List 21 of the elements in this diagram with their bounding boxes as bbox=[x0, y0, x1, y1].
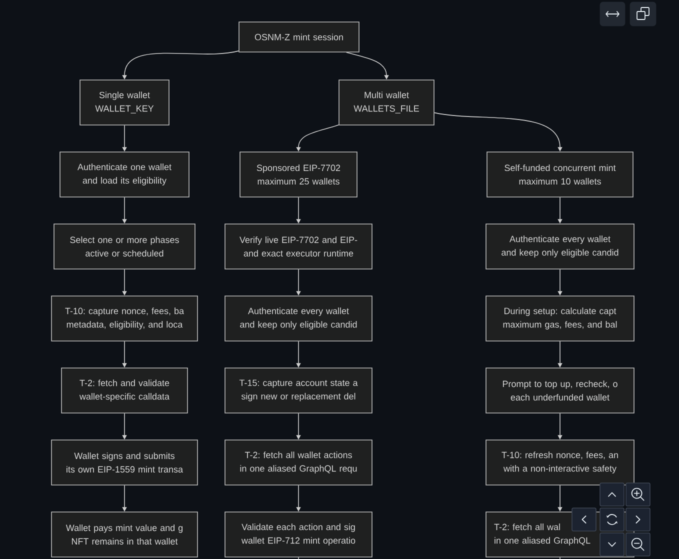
process-box: T-2: fetch all wallet actions in one aliased GraphQL requ bbox=[224, 440, 372, 486]
process-box: Select one or more phases active or scheduled bbox=[54, 224, 196, 270]
process-box: Validate each action and sig wallet EIP-712 mint operatio bbox=[224, 512, 372, 558]
process-box: OSNM-Z mint session bbox=[238, 22, 360, 52]
process-box: Authenticate every wallet and keep only eligible candid bbox=[486, 224, 634, 270]
process-box: T-15: capture account state a sign new or replacement del bbox=[224, 368, 372, 414]
process-box: Self-funded concurrent mint maximum 10 wallets bbox=[486, 152, 634, 198]
process-box: Authenticate every wallet and keep only eligible candid bbox=[224, 296, 372, 342]
process-box: Wallet pays mint value and g NFT remains in that wallet bbox=[51, 512, 198, 558]
connector-line bbox=[298, 557, 299, 559]
process-box: Prompt to top up, recheck, o each underfunded wallet bbox=[486, 368, 634, 414]
process-box: T-2: fetch and validate wallet-specific calldata bbox=[61, 368, 188, 414]
process-box: Multi wallet WALLETS_FILE bbox=[338, 80, 434, 126]
process-box: T-10: capture nonce, fees, ba metadata, eligibility, and loca bbox=[51, 296, 198, 342]
process-box: Single wallet WALLET_KEY bbox=[80, 80, 170, 126]
process-box: T-10: refresh nonce, fees, an with a non-interactive safety bbox=[486, 440, 634, 486]
process-box: Verify live EIP-7702 and EIP- and exact executor runtime bbox=[224, 224, 372, 270]
process-box: Authenticate one wallet and load its eligibility bbox=[60, 152, 190, 198]
process-box: Sponsored EIP-7702 maximum 25 wallets bbox=[240, 152, 358, 198]
process-box: Wallet signs and submits its own EIP-1559 mint transa bbox=[51, 440, 198, 486]
process-box: During setup: calculate capt maximum gas, fees, and bal bbox=[486, 296, 634, 342]
